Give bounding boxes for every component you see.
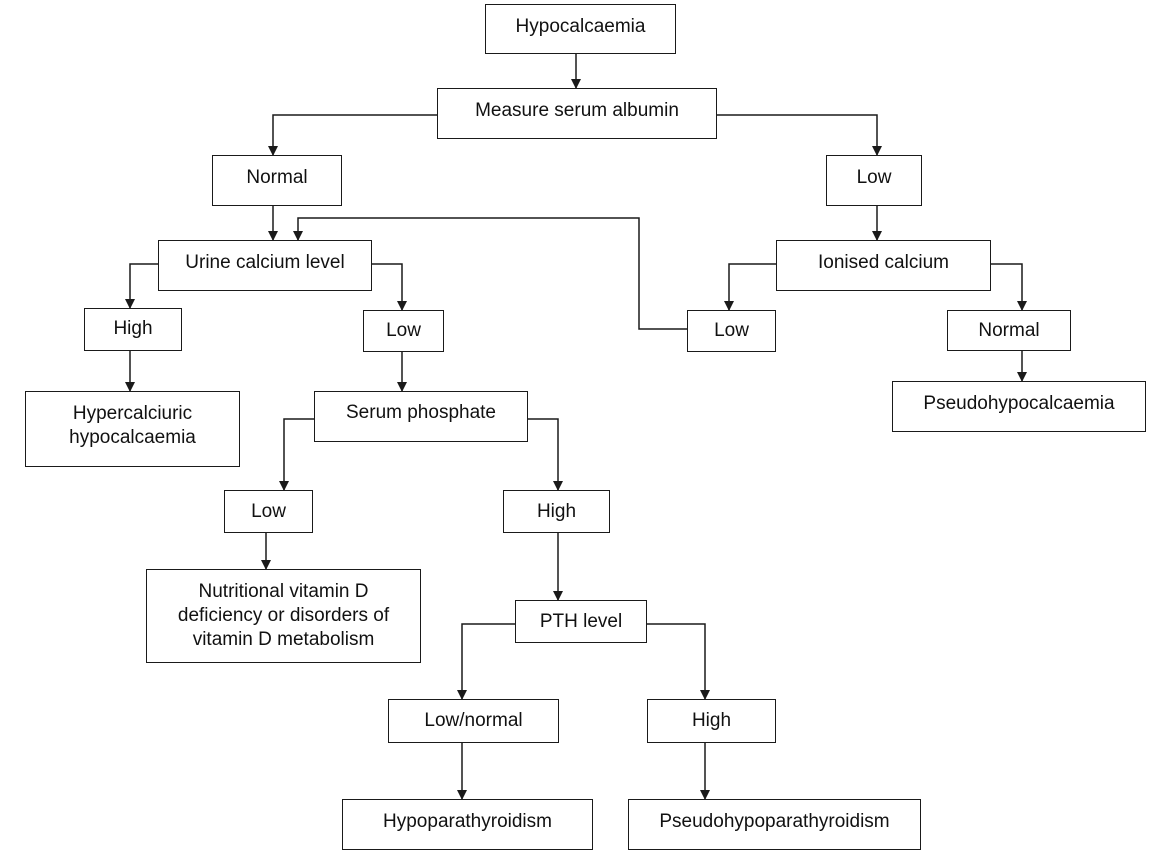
connector-phosphate-to-low — [279, 418, 314, 491]
node-albumin-normal-label: Normal — [246, 167, 308, 188]
node-ionised-calcium: Ionised calcium — [776, 240, 991, 291]
node-hypercalciuric-line1: Hypercalciuric — [72, 403, 193, 424]
connector-ionised-to-normal — [991, 263, 1027, 311]
node-serum-phosphate: Serum phosphate — [314, 391, 528, 442]
node-pth-high: High — [647, 699, 776, 743]
node-ionised-normal: Normal — [947, 310, 1071, 351]
node-serum-phosphate-label: Serum phosphate — [346, 402, 496, 423]
node-phosphate-low-label: Low — [251, 501, 286, 522]
node-hypoparathyroidism-label: Hypoparathyroidism — [383, 811, 552, 832]
node-phosphate-low: Low — [224, 490, 313, 533]
connector-ionised-to-low — [724, 263, 776, 311]
node-urine-high-label: High — [113, 318, 153, 339]
node-hypercalciuric-line2: hypocalcaemia — [69, 427, 196, 448]
connector-pth-to-lownormal — [457, 623, 515, 700]
node-hypercalciuric-hypocalcaemia: Hypercalciuric hypocalcaemia — [25, 391, 240, 467]
node-urine-low-label: Low — [386, 320, 421, 341]
node-ionised-normal-label: Normal — [978, 320, 1040, 341]
node-vitamin-d: Nutritional vitamin D deficiency or diso… — [146, 569, 421, 663]
connector-ionised-low-to-urine — [293, 217, 687, 330]
connector-pth-to-high — [647, 623, 710, 700]
node-pseudohypoparathyroidism-label: Pseudohypoparathyroidism — [659, 811, 890, 832]
node-pth-high-label: High — [691, 710, 732, 731]
node-pth-level: PTH level — [515, 600, 647, 643]
connector-phosphate-to-high — [528, 418, 563, 491]
node-albumin-low-label: Low — [856, 167, 892, 188]
connector-albumin-to-normal — [268, 114, 437, 156]
node-vitamin-d-line1: Nutritional vitamin D — [198, 581, 369, 602]
node-hypocalcaemia: Hypocalcaemia — [485, 4, 676, 54]
node-urine-high: High — [84, 308, 182, 351]
node-urine-low: Low — [363, 310, 444, 352]
node-ionised-low-label: Low — [714, 320, 749, 341]
node-hypoparathyroidism: Hypoparathyroidism — [342, 799, 593, 850]
node-pth-level-label: PTH level — [539, 611, 623, 632]
node-measure-serum-albumin-label: Measure serum albumin — [475, 100, 679, 121]
node-pseudohypocalcaemia-label: Pseudohypocalcaemia — [923, 393, 1115, 414]
node-pseudohypoparathyroidism: Pseudohypoparathyroidism — [628, 799, 921, 850]
node-urine-calcium-level-label: Urine calcium level — [185, 252, 345, 273]
connector-urine-to-low — [372, 263, 407, 311]
connector-urine-to-high — [125, 263, 158, 309]
node-vitamin-d-line2: deficiency or disorders of — [177, 605, 390, 626]
node-phosphate-high-label: High — [536, 501, 577, 522]
node-pth-low-normal-label: Low/normal — [424, 710, 523, 731]
node-ionised-low: Low — [687, 310, 776, 352]
node-urine-calcium-level: Urine calcium level — [158, 240, 372, 291]
node-albumin-low: Low — [826, 155, 922, 206]
node-pseudohypocalcaemia: Pseudohypocalcaemia — [892, 381, 1146, 432]
node-phosphate-high: High — [503, 490, 610, 533]
node-measure-serum-albumin: Measure serum albumin — [437, 88, 717, 139]
connector-albumin-to-low — [717, 114, 882, 156]
node-pth-low-normal: Low/normal — [388, 699, 559, 743]
node-albumin-normal: Normal — [212, 155, 342, 206]
node-hypocalcaemia-label: Hypocalcaemia — [515, 16, 646, 37]
node-vitamin-d-line3: vitamin D metabolism — [192, 629, 375, 650]
node-ionised-calcium-label: Ionised calcium — [818, 252, 949, 273]
